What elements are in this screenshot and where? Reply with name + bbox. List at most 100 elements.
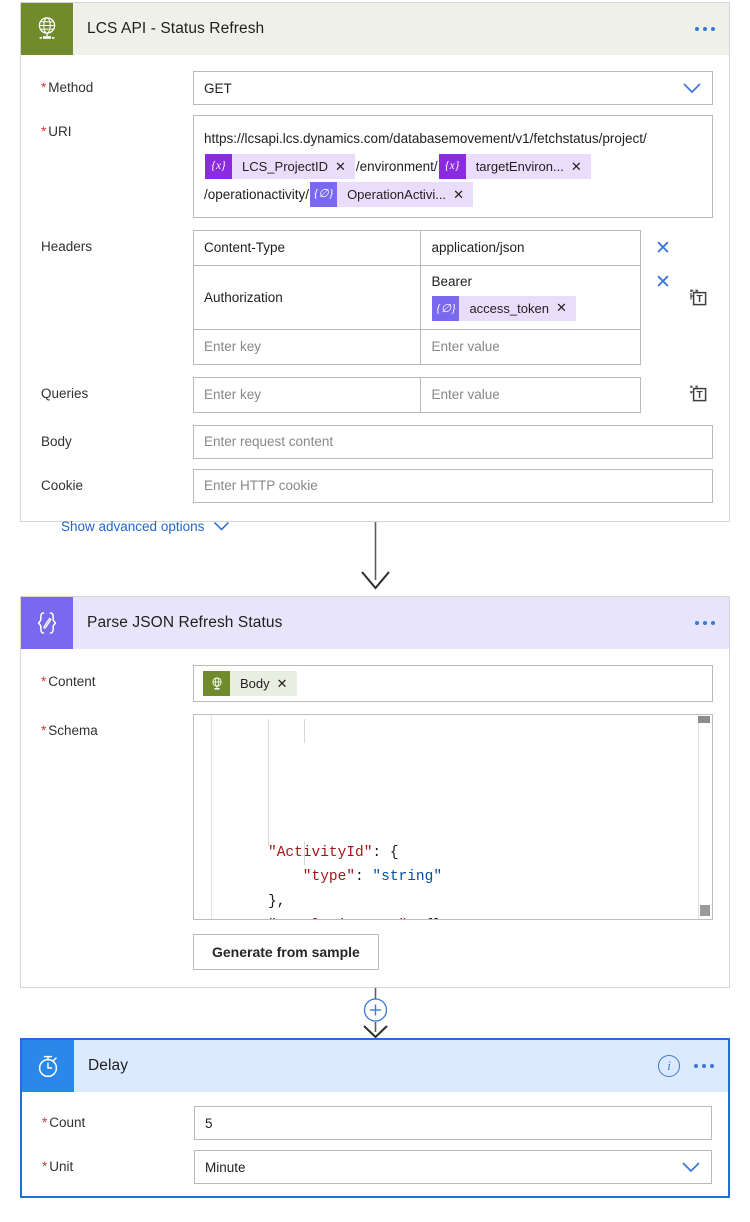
token-chip-body[interactable]: Body ✕ — [203, 671, 297, 696]
table-row[interactable]: Enter key Enter value — [194, 329, 640, 364]
count-row: *Count 5 — [42, 1106, 712, 1140]
schema-code-content[interactable]: "ActivityId": { "type": "string"},"Compl… — [212, 715, 712, 919]
queries-label: Queries — [41, 385, 89, 401]
code-gutter — [194, 715, 212, 919]
code-token: }, — [268, 893, 286, 910]
parse-json-header-actions — [695, 597, 715, 649]
required-asterisk: * — [42, 1115, 48, 1130]
show-advanced-options-link[interactable]: Show advanced options — [61, 519, 230, 534]
schema-code-editor[interactable]: "ActivityId": { "type": "string"},"Compl… — [193, 714, 713, 920]
required-asterisk: * — [41, 723, 47, 738]
delay-action-card[interactable]: Delay i *Count 5 *Unit — [20, 1038, 730, 1198]
header-key[interactable]: Content-Type — [194, 230, 422, 265]
headers-table: Content-Type application/json Authorizat… — [193, 229, 641, 365]
header-value-text: Bearer — [431, 273, 472, 289]
scrollbar-thumb[interactable] — [698, 716, 710, 723]
chevron-down-icon — [683, 83, 701, 94]
header-value-input[interactable]: Enter value — [431, 339, 500, 355]
uri-row: *URI https://lcsapi.lcs.dynamics.com/dat… — [41, 115, 713, 218]
token-remove-icon[interactable]: ✕ — [555, 300, 567, 316]
parse-json-token-icon: {∅} — [310, 181, 338, 207]
token-label: access_token — [469, 300, 549, 316]
code-token: : { — [372, 845, 399, 862]
http-action-card[interactable]: LCS API - Status Refresh *Method GET — [20, 2, 730, 534]
indent-guide — [268, 719, 269, 846]
chevron-down-icon — [682, 1162, 700, 1173]
http-more-options-button[interactable] — [695, 27, 715, 31]
chevron-down-icon — [214, 522, 230, 531]
header-value[interactable]: application/json — [431, 240, 525, 256]
token-chip-operationactivityid[interactable]: {∅} OperationActivi... ✕ — [310, 181, 473, 207]
uri-prefix-text: https://lcsapi.lcs.dynamics.com/database… — [204, 131, 647, 146]
switch-to-text-mode-icon[interactable]: T — [687, 382, 711, 411]
header-key[interactable]: Authorization — [194, 265, 422, 329]
generate-from-sample-button[interactable]: Generate from sample — [193, 934, 379, 970]
body-input[interactable]: Enter request content — [193, 424, 713, 459]
indent-guide — [304, 719, 305, 743]
content-input[interactable]: Body ✕ — [193, 665, 713, 702]
queries-table: Enter key Enter value — [193, 376, 641, 413]
close-icon[interactable]: ✕ — [655, 271, 671, 293]
schema-label: *Schema — [41, 723, 98, 738]
connector-2 — [0, 988, 750, 1039]
header-key-input[interactable]: Enter key — [194, 329, 422, 364]
code-token: : — [355, 869, 373, 886]
token-remove-icon[interactable]: ✕ — [334, 158, 346, 174]
token-remove-icon[interactable]: ✕ — [453, 186, 464, 202]
code-line: }, — [212, 890, 712, 914]
delay-card-title: Delay — [88, 1057, 129, 1074]
query-key-input[interactable]: Enter key — [194, 377, 422, 412]
token-remove-icon[interactable]: ✕ — [276, 675, 288, 691]
http-card-header[interactable]: LCS API - Status Refresh — [21, 3, 729, 55]
delay-card-header[interactable]: Delay i — [22, 1040, 728, 1092]
parse-json-card-header[interactable]: Parse JSON Refresh Status — [21, 597, 729, 649]
switch-to-text-mode-icon[interactable]: T — [687, 286, 711, 315]
required-asterisk: * — [41, 124, 47, 139]
token-chip-access-token[interactable]: {∅} access_token ✕ — [432, 295, 576, 321]
vertical-scrollbar[interactable] — [698, 715, 712, 919]
delay-card-body: *Count 5 *Unit Minute — [22, 1092, 728, 1200]
uri-segment-3: /operationactivity/ — [204, 186, 310, 202]
http-card-body: *Method GET *URI — [21, 55, 729, 552]
header-value[interactable]: Bearer {∅} access_token ✕ — [421, 266, 640, 329]
code-line: "type": "string" — [212, 865, 712, 889]
unit-select[interactable]: Minute — [194, 1150, 712, 1184]
uri-segment-2: /environment/ — [355, 158, 438, 174]
info-icon[interactable]: i — [658, 1055, 680, 1077]
cookie-row: Cookie Enter HTTP cookie — [41, 468, 713, 503]
delay-more-options-button[interactable] — [694, 1064, 714, 1068]
schema-row: *Schema "ActivityId": { "type": "string"… — [41, 714, 713, 920]
code-line: "ActivityId": { — [212, 841, 712, 865]
token-label: targetEnviron... — [475, 158, 564, 174]
table-row[interactable]: Authorization Bearer {∅} access_token ✕ — [194, 265, 640, 330]
http-card-header-actions — [695, 3, 715, 55]
query-value-input[interactable]: Enter value — [431, 387, 500, 403]
connector-1 — [0, 522, 750, 596]
show-advanced-options-label: Show advanced options — [61, 518, 205, 534]
required-asterisk: * — [41, 80, 47, 95]
count-input[interactable]: 5 — [194, 1106, 712, 1140]
parse-json-more-options-button[interactable] — [695, 621, 715, 625]
scrollbar-resize-grip[interactable] — [700, 905, 710, 916]
svg-text:T: T — [697, 390, 703, 401]
parse-json-card-body: *Content — [21, 649, 729, 986]
cookie-input[interactable]: Enter HTTP cookie — [193, 468, 713, 503]
headers-row: Headers Content-Type application/json Au… — [41, 229, 713, 365]
parse-json-card-title: Parse JSON Refresh Status — [87, 614, 283, 631]
method-label: *Method — [41, 80, 94, 95]
uri-input[interactable]: https://lcsapi.lcs.dynamics.com/database… — [193, 115, 713, 218]
token-chip-targetenvironment[interactable]: {x} targetEnviron... ✕ — [438, 153, 591, 179]
body-label: Body — [41, 433, 72, 449]
method-select[interactable]: GET — [193, 71, 713, 105]
cookie-label: Cookie — [41, 477, 84, 493]
body-row: Body Enter request content — [41, 424, 713, 459]
table-row[interactable]: Content-Type application/json — [194, 230, 640, 266]
table-row[interactable]: Enter key Enter value — [194, 377, 640, 412]
close-icon[interactable]: ✕ — [655, 237, 671, 259]
token-chip-lcs-projectid[interactable]: {x} LCS_ProjectID ✕ — [205, 153, 355, 179]
parse-json-action-card[interactable]: Parse JSON Refresh Status *Content — [20, 596, 730, 988]
content-label: *Content — [41, 674, 96, 689]
token-label: LCS_ProjectID — [242, 158, 328, 174]
token-remove-icon[interactable]: ✕ — [570, 158, 582, 174]
queries-row: Queries Enter key Enter value — [41, 376, 713, 413]
